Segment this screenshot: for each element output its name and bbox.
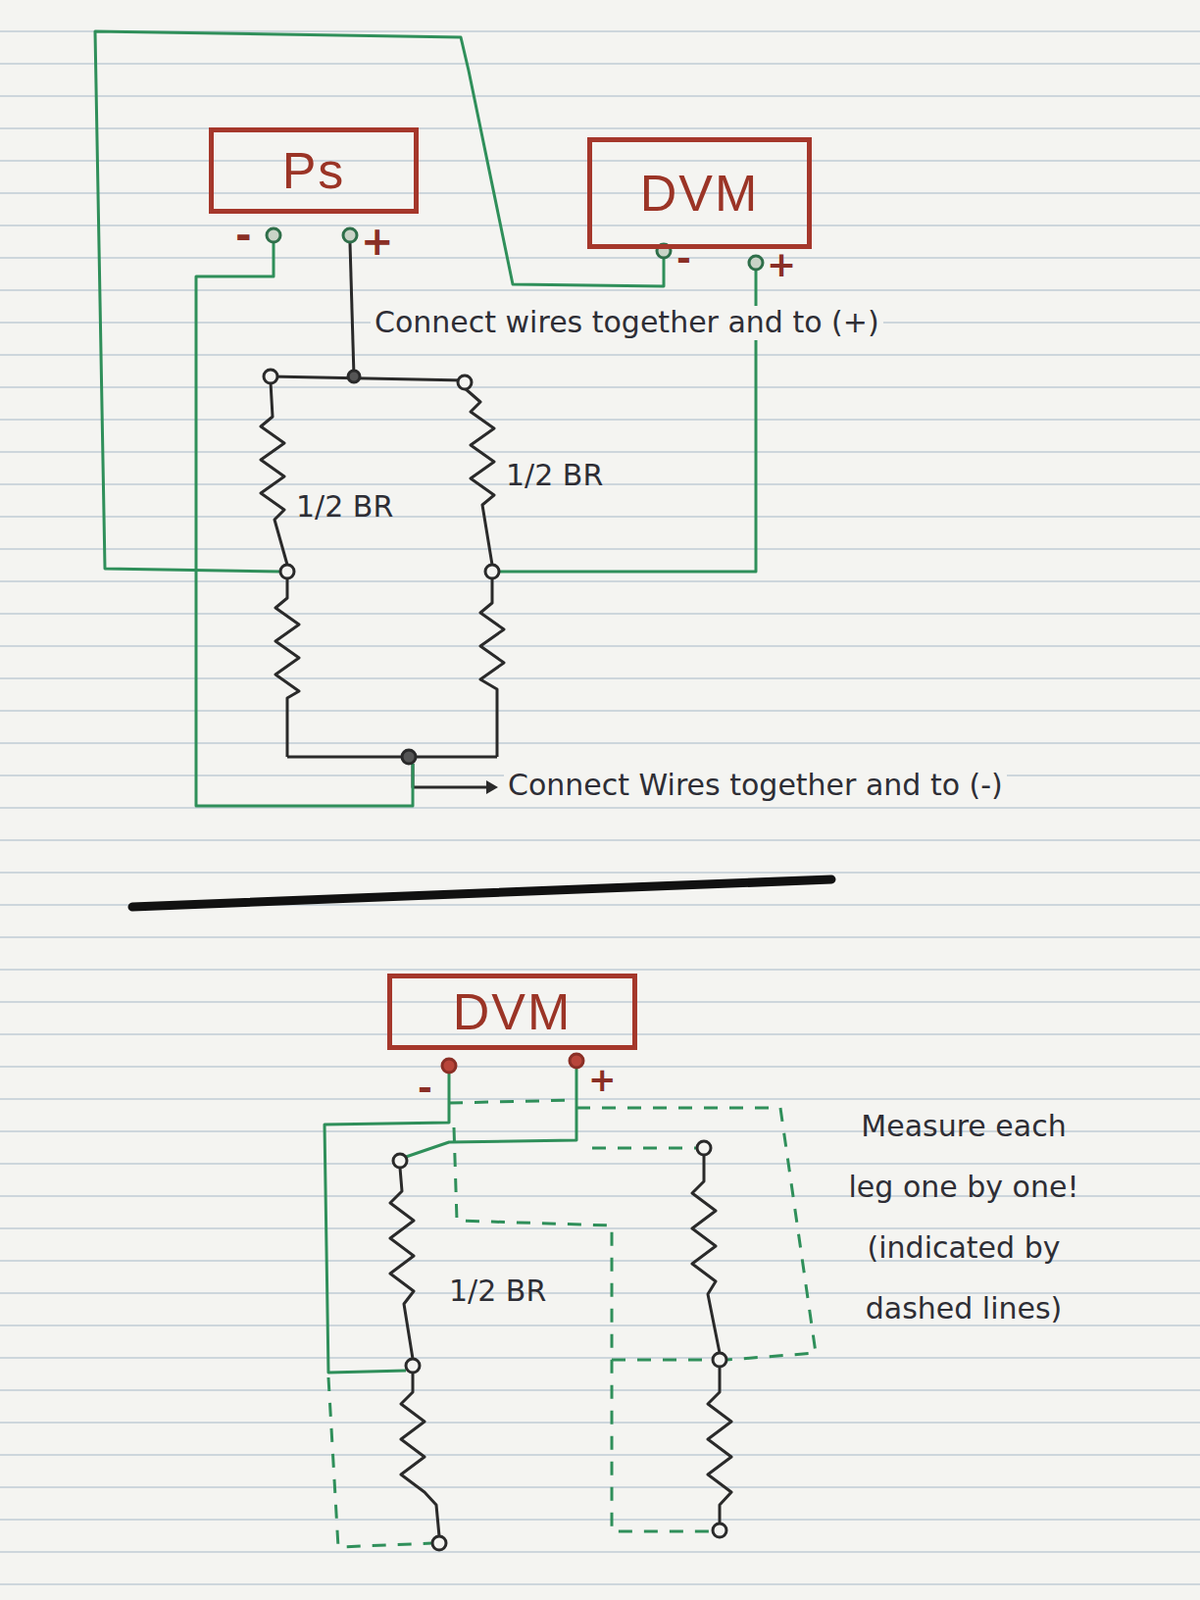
resistor-symbol <box>390 1167 414 1359</box>
dashed-wire <box>328 1377 433 1548</box>
terminal <box>485 564 500 579</box>
wire <box>287 755 498 759</box>
note-text: 1/2 BR <box>505 458 603 494</box>
wire <box>324 1072 450 1373</box>
wire <box>270 376 465 381</box>
resistor-symbol <box>692 1154 720 1353</box>
dashed-wires <box>328 1100 816 1548</box>
polarity-sign: - <box>235 215 252 255</box>
terminal <box>569 1053 584 1068</box>
note-text: 1/2 BR <box>449 1274 547 1309</box>
box-label: DVM <box>640 163 760 223</box>
note-text: Connect Wires together and to (-) <box>503 768 1007 803</box>
polarity-sign: - <box>676 241 692 277</box>
resistor-symbol <box>464 388 495 565</box>
resistor-symbol <box>260 382 288 565</box>
instrument-terminals <box>442 1053 584 1073</box>
junction <box>401 750 416 764</box>
instrument-box: DVM <box>587 137 812 250</box>
arrowhead <box>486 780 499 795</box>
separator-line <box>132 879 832 907</box>
wire <box>350 243 354 377</box>
green-wires <box>95 31 756 806</box>
terminals <box>263 369 500 764</box>
resistor-symbol <box>400 1372 440 1537</box>
polarity-sign: - <box>417 1070 433 1106</box>
polarity-sign: + <box>766 247 797 283</box>
polarity-sign: + <box>588 1062 617 1097</box>
dashed-wire <box>592 1147 698 1150</box>
terminal <box>697 1141 711 1155</box>
terminal <box>343 228 357 243</box>
terminal <box>393 1153 407 1168</box>
resistor-symbol <box>480 578 504 757</box>
terminal <box>280 564 295 579</box>
dashed-wire <box>449 1100 577 1103</box>
box-label: DVM <box>452 982 573 1042</box>
note-text: Connect wires together and to (+) <box>370 305 884 341</box>
dashed-wire <box>453 1127 713 1532</box>
instrument-box: Ps <box>208 127 419 214</box>
box-label: Ps <box>282 141 347 200</box>
leader-line <box>412 763 491 788</box>
note-text: 1/2 BR <box>296 490 394 525</box>
instrument-box: DVM <box>387 973 638 1050</box>
polarity-sign: + <box>360 221 395 261</box>
terminal <box>405 1358 420 1373</box>
wire <box>95 31 664 572</box>
terminal <box>712 1352 727 1367</box>
wire <box>405 1067 577 1157</box>
resistor-symbol <box>275 578 300 757</box>
terminal <box>712 1523 727 1538</box>
terminal <box>432 1536 447 1550</box>
terminal <box>749 255 763 270</box>
terminal <box>263 369 278 384</box>
green-wires <box>324 1067 577 1373</box>
junction <box>348 370 360 383</box>
terminal <box>457 375 472 390</box>
terminals <box>393 1141 727 1550</box>
terminal <box>266 228 281 243</box>
dashed-wire <box>611 1358 713 1362</box>
resistor-symbol <box>707 1366 732 1524</box>
note-text: Measure each leg one by one! (indicated … <box>841 1096 1087 1340</box>
terminal <box>442 1058 456 1073</box>
resistor-legs <box>390 1154 732 1537</box>
